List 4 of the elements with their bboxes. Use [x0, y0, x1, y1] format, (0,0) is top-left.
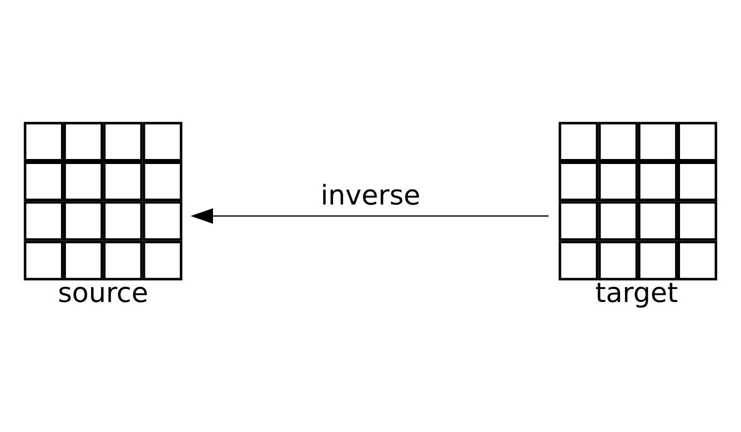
arrow [190, 208, 549, 224]
edge-label: inverse [320, 180, 420, 212]
node-label: target [595, 278, 678, 310]
node-label: source [58, 278, 148, 310]
